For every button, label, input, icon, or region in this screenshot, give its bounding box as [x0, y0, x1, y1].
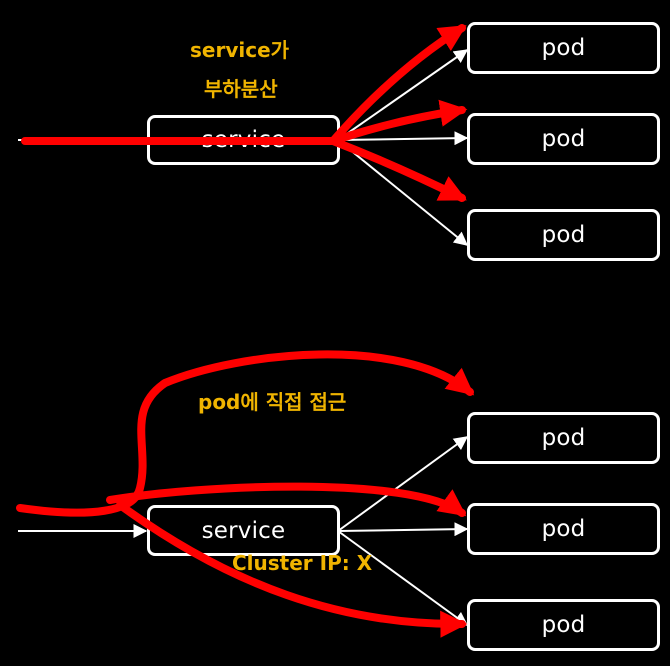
bottom-annotation-direct-access: pod에 직접 접근 [198, 390, 347, 414]
bottom-pod-box-2: pod [467, 503, 660, 555]
top-annotation-line-2: 부하분산 [204, 77, 278, 101]
bottom-pod-box-1: pod [467, 412, 660, 464]
bottom-connector-pod-1 [337, 436, 469, 532]
top-pod-box-1: pod [467, 22, 660, 74]
bottom-pod-label-1: pod [541, 425, 586, 451]
top-pod-box-2: pod [467, 113, 660, 165]
bottom-service-label: service [201, 517, 286, 544]
top-pod-label-2: pod [541, 126, 586, 152]
top-connector-pod-3 [337, 139, 469, 246]
top-connector-pod-1 [337, 49, 469, 141]
bottom-connector-pod-3 [337, 530, 469, 626]
bottom-connector-pod-2 [337, 522, 469, 537]
top-pod-label-1: pod [541, 35, 586, 61]
bottom-pod-box-3: pod [467, 599, 660, 651]
top-annotation-line-1: service가 [190, 38, 290, 62]
top-connector-pod-2 [337, 131, 469, 146]
bottom-pod-label-3: pod [541, 612, 586, 638]
bottom-highlight-to-pod-1 [16, 350, 475, 517]
bottom-annotation-cluster-ip: Cluster IP: X [232, 551, 373, 575]
bottom-highlight-to-pod-2 [106, 482, 467, 517]
bottom-pod-label-2: pod [541, 516, 586, 542]
top-pod-label-3: pod [541, 222, 586, 248]
top-highlight-to-pod-1 [329, 24, 467, 145]
top-pod-box-3: pod [467, 209, 660, 261]
bottom-highlight-to-pod-3 [116, 501, 468, 638]
top-highlight-to-pod-3 [329, 137, 467, 202]
top-highlight-to-pod-2 [329, 99, 468, 145]
